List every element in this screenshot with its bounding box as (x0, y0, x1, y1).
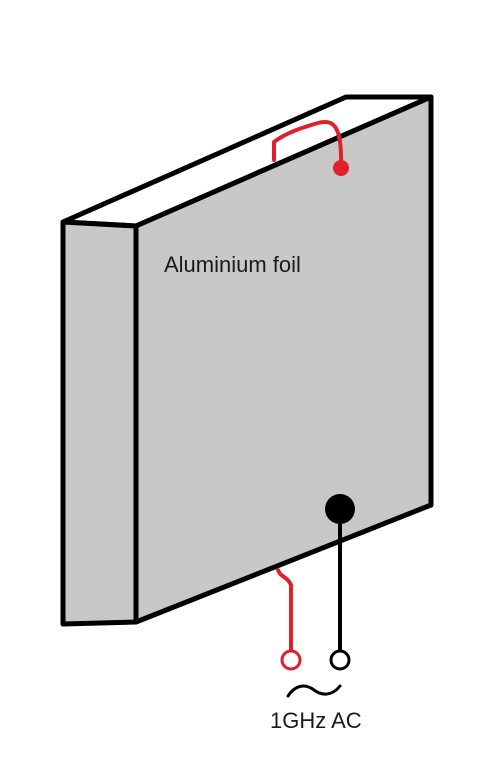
foil-side-face (60, 219, 139, 627)
tilde-ac-icon (286, 684, 342, 698)
red-contact-top (333, 160, 349, 176)
red-wire-top (272, 119, 344, 170)
black-terminal (329, 649, 351, 671)
foil-front-face (133, 94, 434, 625)
red-wire-bottom (276, 568, 293, 652)
foil-label: Aluminium foil (164, 252, 301, 277)
source-label: 1GHz AC (270, 708, 362, 733)
red-terminal (280, 649, 302, 671)
